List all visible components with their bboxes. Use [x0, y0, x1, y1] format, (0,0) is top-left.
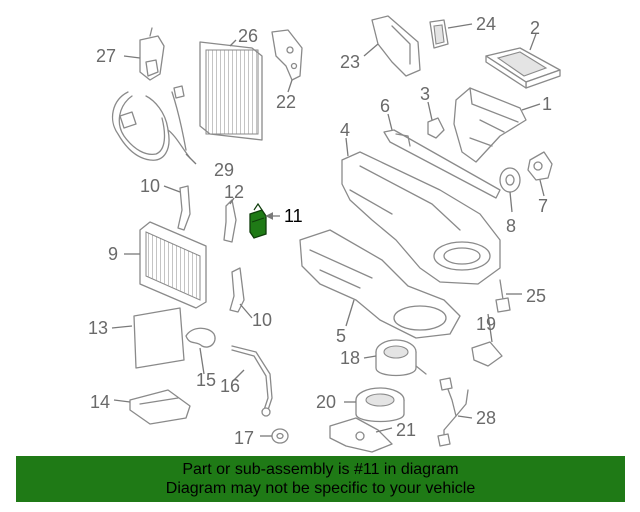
- callout-2: 2: [530, 18, 540, 38]
- callout-24: 24: [476, 14, 496, 34]
- part-12-clip[interactable]: [223, 199, 237, 243]
- part-9-heater-core[interactable]: [139, 221, 207, 309]
- callout-29: 29: [214, 160, 234, 180]
- part-7-actuator[interactable]: [527, 151, 553, 181]
- part-11-sensor[interactable]: [249, 202, 267, 239]
- part-4-case[interactable]: [341, 151, 501, 285]
- callout-6: 6: [380, 96, 390, 116]
- part-2-filter-tray[interactable]: [485, 47, 561, 89]
- part-24-seal[interactable]: [429, 19, 449, 49]
- callout-25: 25: [526, 286, 546, 306]
- part-13-panel[interactable]: [133, 307, 185, 369]
- part-16-tube[interactable]: [231, 345, 273, 417]
- callout-26: 26: [238, 26, 258, 46]
- callout-5: 5: [336, 326, 346, 346]
- callout-20: 20: [316, 392, 336, 412]
- callout-18: 18: [340, 348, 360, 368]
- part-10-upper-bracket[interactable]: [177, 185, 191, 231]
- callout-9: 9: [108, 244, 118, 264]
- callout-10-upper: 10: [140, 176, 160, 196]
- callout-22: 22: [276, 92, 296, 112]
- callout-13: 13: [88, 318, 108, 338]
- callout-21: 21: [396, 420, 416, 440]
- callout-17: 17: [234, 428, 254, 448]
- part-25-probe[interactable]: [495, 279, 511, 313]
- part-5-case[interactable]: [299, 229, 461, 339]
- callout-16: 16: [220, 376, 240, 396]
- part-15-clip[interactable]: [185, 327, 216, 348]
- callout-11: 11: [284, 206, 303, 226]
- callout-28: 28: [476, 408, 496, 428]
- callout-12: 12: [224, 182, 244, 202]
- part-19-clip[interactable]: [471, 341, 503, 367]
- banner-line-1: Part or sub-assembly is #11 in diagram: [182, 461, 459, 478]
- part-14-tray[interactable]: [129, 389, 191, 425]
- part-28-harness[interactable]: [437, 377, 469, 447]
- part-21-cover[interactable]: [329, 417, 393, 453]
- part-8-grommet[interactable]: [499, 167, 521, 193]
- part-26-filter[interactable]: [199, 41, 263, 141]
- leader-lines: [111, 23, 545, 437]
- callout-14: 14: [90, 392, 110, 412]
- part-29-harness[interactable]: [111, 85, 191, 161]
- part-10-lower-bracket[interactable]: [229, 267, 245, 313]
- callout-1: 1: [542, 94, 552, 114]
- callout-8: 8: [506, 216, 516, 236]
- part-20-blower-wheel[interactable]: [355, 387, 405, 423]
- callout-3: 3: [420, 84, 430, 104]
- callout-7: 7: [538, 196, 548, 216]
- part-1-upper-housing[interactable]: [453, 87, 527, 163]
- callout-23: 23: [340, 52, 360, 72]
- callout-27: 27: [96, 46, 116, 66]
- parts-diagram: 27 26 22 29 10 12 11 9 10 13 15 16 14 17…: [88, 14, 561, 453]
- part-22-bracket[interactable]: [271, 29, 303, 81]
- banner-line-2: Diagram may not be specific to your vehi…: [165, 480, 476, 497]
- part-3-clip[interactable]: [427, 117, 445, 139]
- callout-19: 19: [476, 314, 496, 334]
- callout-10-lower: 10: [252, 310, 272, 330]
- notice-banner: Part or sub-assembly is #11 in diagram D…: [16, 456, 625, 502]
- part-27-actuator[interactable]: [139, 27, 165, 81]
- part-23-duct[interactable]: [371, 15, 421, 77]
- callout-15: 15: [196, 370, 216, 390]
- part-17-grommet[interactable]: [271, 428, 289, 444]
- part-18-blower-motor[interactable]: [375, 339, 427, 377]
- callout-4: 4: [340, 120, 350, 140]
- part-6-duct[interactable]: [383, 129, 501, 199]
